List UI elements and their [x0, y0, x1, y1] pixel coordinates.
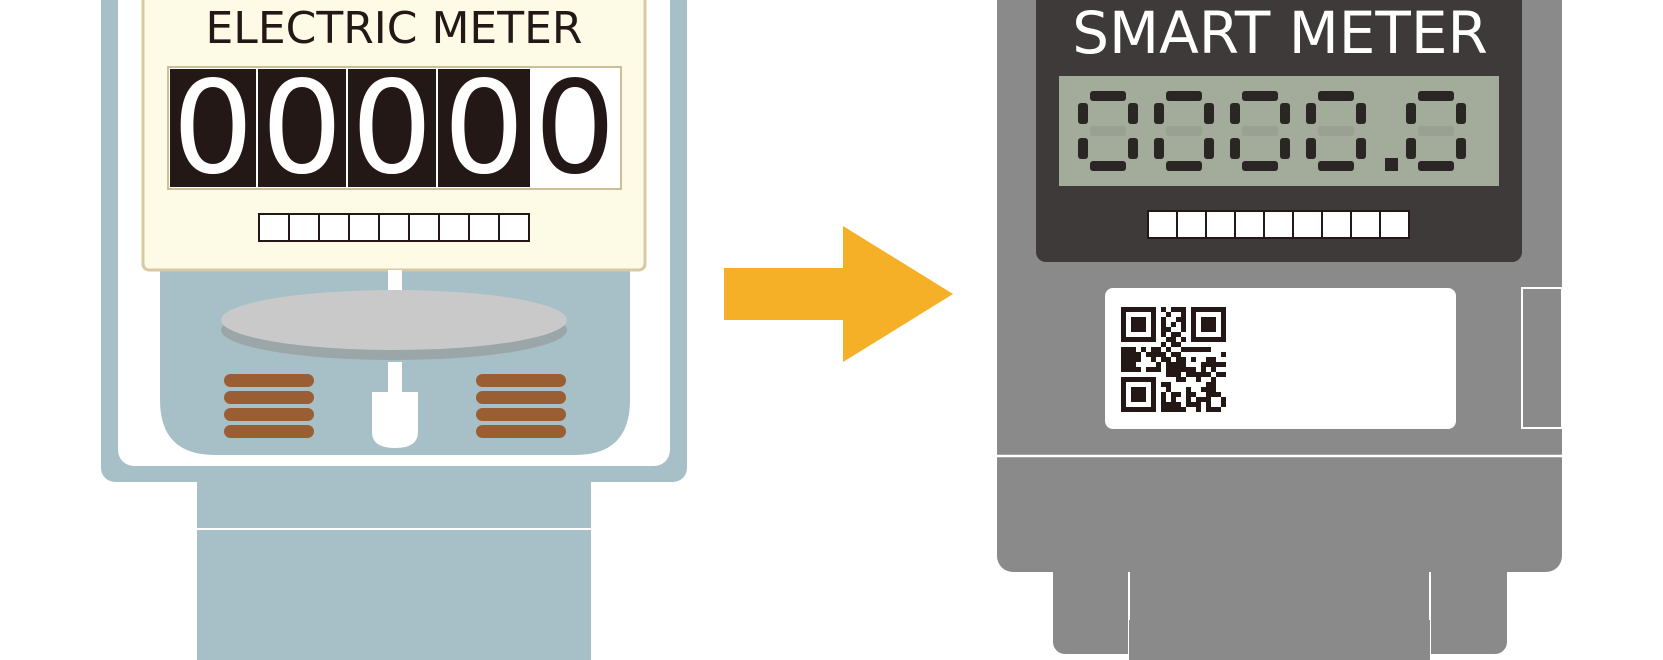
- label-plate: [1105, 288, 1456, 429]
- counter-cell: [170, 69, 256, 187]
- indicator-box: [498, 213, 530, 242]
- indicator-box: [1176, 210, 1207, 239]
- indicator-box: [1147, 210, 1178, 239]
- indicator-box: [1234, 210, 1265, 239]
- indicator-box: [1379, 210, 1410, 239]
- counter-digit: 0: [172, 54, 253, 203]
- counter-cell: [438, 69, 530, 187]
- indicator-box: [348, 213, 380, 242]
- counter-digit: 0: [443, 54, 524, 203]
- electric-meter-counter: 0 0 0 0 0: [170, 54, 619, 203]
- indicator-box: [318, 213, 350, 242]
- indicator-box: [288, 213, 320, 242]
- counter-digit: 0: [534, 54, 615, 203]
- coil-right: [476, 374, 566, 438]
- smart-meter-label: SMART METER: [1072, 0, 1488, 67]
- rotating-disc: [221, 290, 567, 360]
- indicator-box: [468, 213, 500, 242]
- lcd-digit: [1306, 91, 1366, 171]
- lcd-digit: [1078, 91, 1138, 171]
- indicator-box: [378, 213, 410, 242]
- side-port: [1521, 287, 1563, 429]
- qr-code-icon: [1121, 307, 1226, 412]
- coil-left: [224, 374, 314, 438]
- counter-cell: [532, 69, 619, 187]
- smart-meter-indicator-boxes: [1147, 210, 1410, 239]
- indicator-box: [1205, 210, 1236, 239]
- lcd-decimal-point: [1385, 158, 1398, 171]
- counter-digit: 0: [261, 54, 342, 203]
- indicator-box: [258, 213, 290, 242]
- smart-meter: SMART METER: [997, 0, 1563, 660]
- lcd-digit: [1230, 91, 1290, 171]
- lcd-readout: [1078, 91, 1466, 171]
- indicator-box: [1292, 210, 1323, 239]
- lcd-digit: [1154, 91, 1214, 171]
- electric-meter-label: ELECTRIC METER: [206, 3, 583, 54]
- damper-magnet: [372, 392, 418, 448]
- indicator-box: [438, 213, 470, 242]
- counter-cell: [348, 69, 436, 187]
- counter-cell: [258, 69, 346, 187]
- indicator-box: [1321, 210, 1352, 239]
- electric-meter: ELECTRIC METER 0 0 0 0 0: [101, 0, 687, 660]
- indicator-box: [408, 213, 440, 242]
- counter-digit: 0: [351, 54, 432, 203]
- indicator-box: [1350, 210, 1381, 239]
- arrow-right-icon: [724, 226, 953, 362]
- lcd-digit: [1406, 91, 1466, 171]
- electric-meter-indicator-boxes: [258, 213, 530, 242]
- indicator-box: [1263, 210, 1294, 239]
